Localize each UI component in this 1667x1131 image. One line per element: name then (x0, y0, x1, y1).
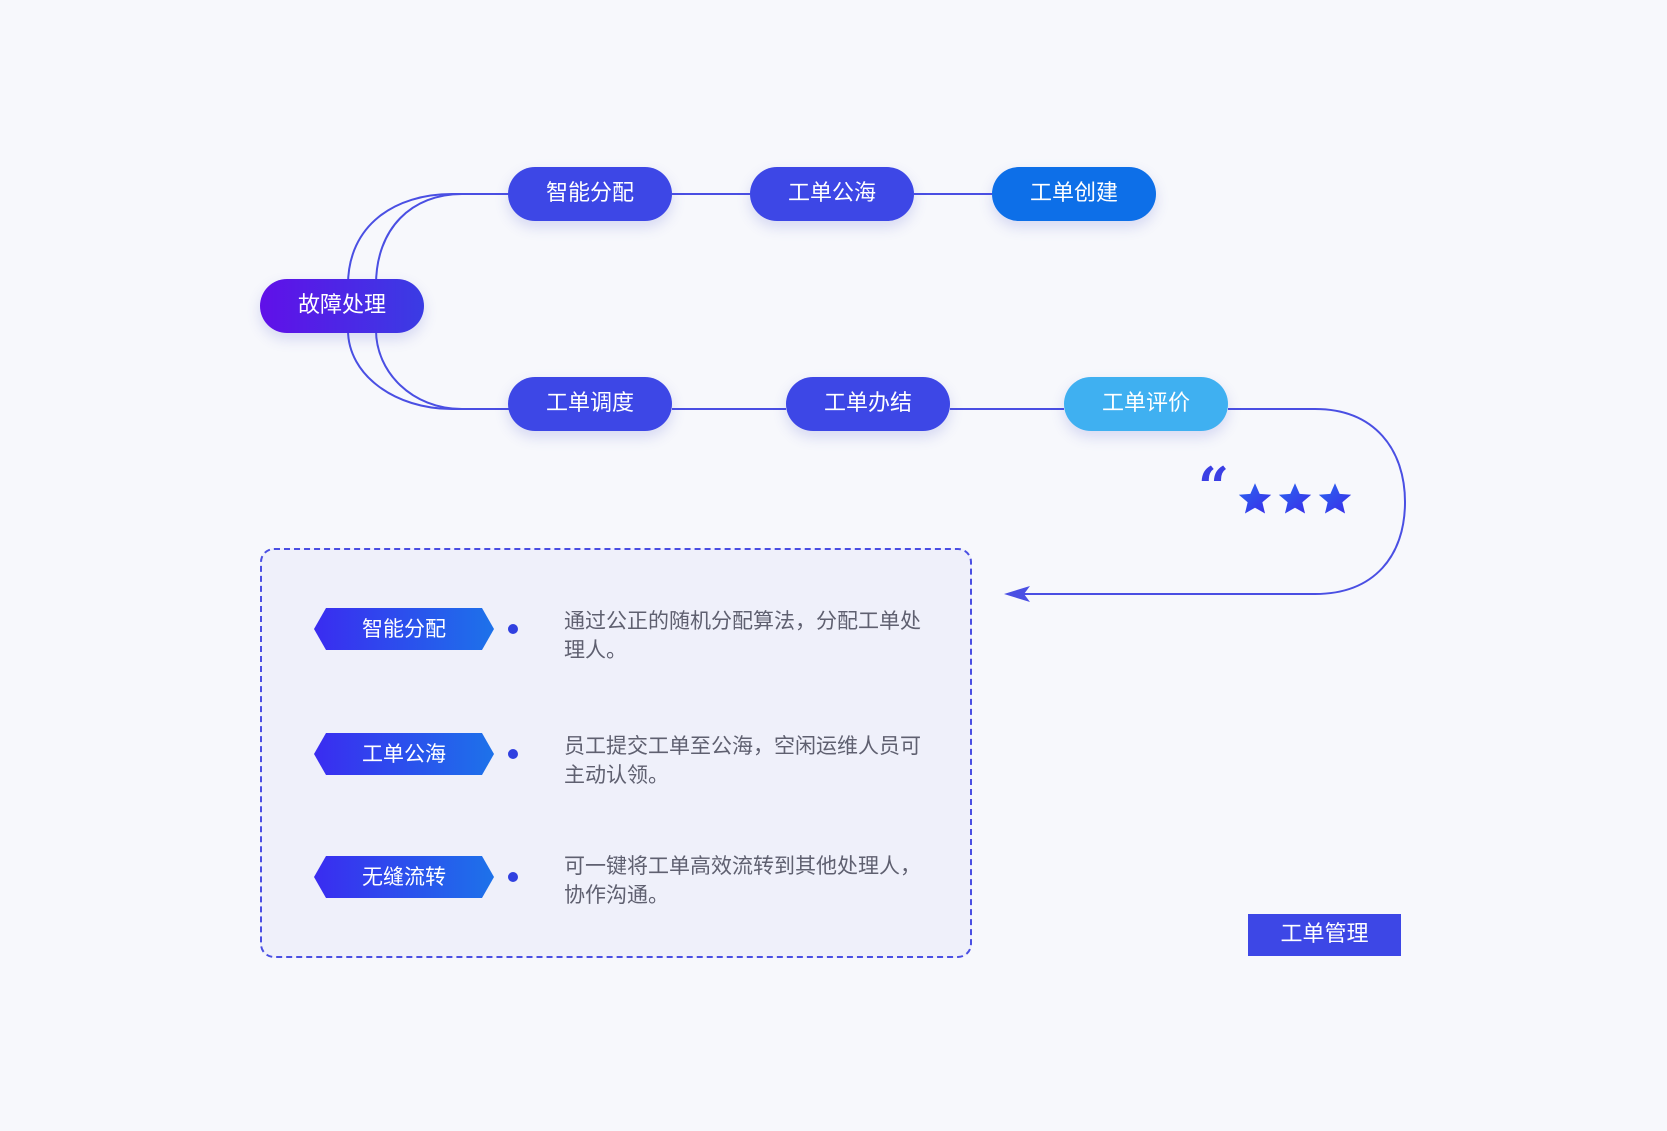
feature-panel: 智能分配 通过公正的随机分配算法，分配工单处理人。 工单公海 员工提交工单至公海… (260, 548, 972, 958)
node-ticket-complete[interactable]: 工单办结 (786, 377, 950, 431)
node-ticket-create[interactable]: 工单创建 (992, 167, 1156, 221)
caption-label: 工单管理 (1248, 914, 1401, 956)
star-icon (1238, 483, 1272, 514)
star-icon (1278, 483, 1312, 514)
feature-desc-seamless-transfer: 可一键将工单高效流转到其他处理人，协作沟通。 (564, 854, 921, 907)
feature-tag-ticket-pool: 工单公海 (314, 733, 494, 775)
connector-root-top-inner (375, 193, 510, 286)
node-ticket-pool[interactable]: 工单公海 (750, 167, 914, 221)
root-node[interactable]: 故障处理 (260, 279, 424, 333)
arrow-head-icon (1004, 586, 1030, 602)
feature-tag-seamless-transfer: 无缝流转 (314, 856, 494, 898)
node-ticket-review[interactable]: 工单评价 (1064, 377, 1228, 431)
star-icon (1318, 483, 1352, 514)
connector-root-top-outer (347, 193, 510, 286)
feature-desc-ticket-pool: 员工提交工单至公海，空闲运维人员可主动认领。 (564, 734, 921, 787)
bullet-dot (508, 872, 518, 882)
bullet-dot (508, 624, 518, 634)
connector-root-bottom-outer (347, 329, 510, 410)
quote-mark-icon: “ (1198, 455, 1230, 519)
connector-root-bottom-inner (375, 329, 510, 410)
node-smart-assign[interactable]: 智能分配 (508, 167, 672, 221)
feature-desc-smart-assign: 通过公正的随机分配算法，分配工单处理人。 (564, 609, 921, 662)
node-ticket-dispatch[interactable]: 工单调度 (508, 377, 672, 431)
bullet-dot (508, 749, 518, 759)
connector-return-loop (1020, 408, 1407, 595)
feature-tag-smart-assign: 智能分配 (314, 608, 494, 650)
